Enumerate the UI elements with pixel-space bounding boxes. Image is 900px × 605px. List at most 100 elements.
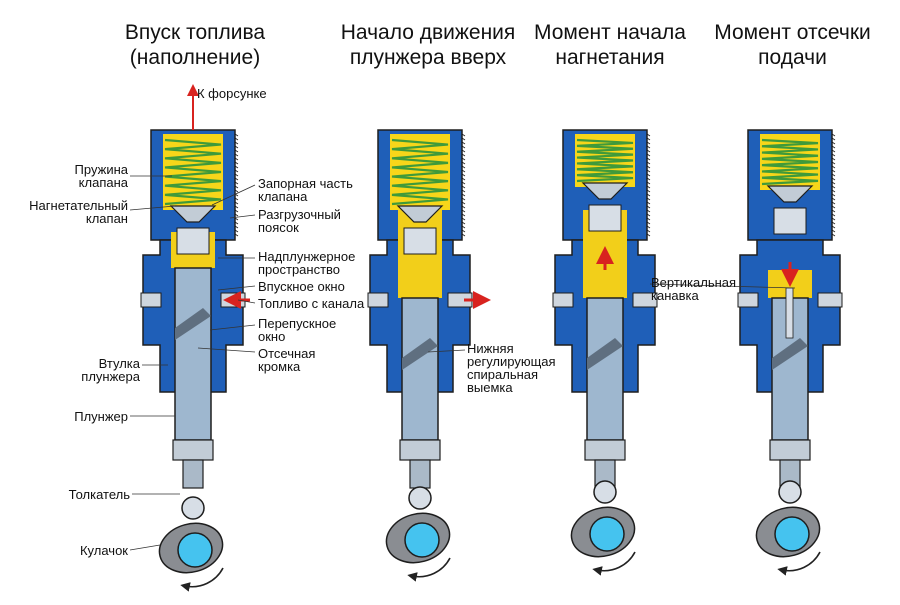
thread-mark: [461, 141, 466, 145]
rotation-arrow: [407, 557, 451, 582]
thread-mark: [234, 213, 239, 217]
tappet-roller: [778, 480, 802, 504]
thread-mark: [234, 233, 239, 237]
thread-mark: [831, 233, 836, 237]
thread-mark: [646, 177, 651, 181]
cam-bearing: [589, 516, 625, 552]
thread-mark: [461, 173, 466, 177]
delivery-valve-cone: [766, 185, 814, 203]
thread-mark: [646, 197, 651, 201]
pump-stage-1: [140, 129, 246, 592]
inlet-channel: [817, 292, 843, 308]
valve-spring-coil: [761, 138, 819, 186]
thread-mark: [461, 197, 466, 201]
label-plunger-sleeve: Втулка плунжера: [81, 356, 140, 384]
thread-mark: [646, 141, 651, 145]
label-lower-helix: Нижняя регулирующая спиральная выемка: [467, 341, 556, 395]
thread-mark: [831, 173, 836, 177]
cam-bearing: [774, 516, 810, 552]
leader-line: [427, 349, 466, 353]
thread-mark: [234, 149, 239, 153]
valve-spring-coil: [576, 138, 634, 183]
leader-line: [237, 299, 256, 304]
thread-mark: [234, 209, 239, 213]
thread-mark: [831, 213, 836, 217]
plunger-rod: [174, 267, 212, 441]
thread-mark: [831, 177, 836, 181]
plunger-collar: [172, 439, 214, 461]
thread-mark: [234, 189, 239, 193]
thread-mark: [831, 205, 836, 209]
plunger-stem: [182, 459, 204, 489]
label-valve-spring: Пружина клапана: [74, 162, 128, 190]
label-bypass-port: Перепускное окно: [258, 316, 337, 344]
thread-mark: [831, 161, 836, 165]
delivery-valve-cone: [581, 182, 629, 200]
thread-mark: [461, 133, 466, 137]
vertical-groove: [785, 287, 794, 339]
valve-spring-coil: [164, 138, 222, 206]
thread-mark: [234, 217, 239, 221]
stage-title-delivery-start: Момент начала нагнетания: [534, 21, 686, 69]
rotation-arrow: [180, 567, 224, 592]
thread-mark: [646, 189, 651, 193]
plunger-rod: [586, 297, 624, 441]
tappet-roller: [181, 496, 205, 520]
leader-line: [649, 283, 796, 289]
label-to-injector: К форсунке: [197, 86, 267, 101]
thread-mark: [646, 161, 651, 165]
leader-line: [197, 347, 256, 353]
label-above-plunger-space: Надплунжерное пространство: [258, 249, 356, 277]
stage-title-cutoff: Момент отсечки подачи: [714, 21, 871, 69]
delivery-valve-cone: [396, 205, 444, 223]
thread-mark: [461, 161, 466, 165]
thread-mark: [831, 185, 836, 189]
thread-mark: [646, 157, 651, 161]
thread-mark: [831, 169, 836, 173]
label-cam: Кулачок: [79, 543, 128, 558]
label-tappet: Толкатель: [68, 487, 130, 502]
thread-mark: [646, 145, 651, 149]
plunger-collar: [399, 439, 441, 461]
bypass-channel: [140, 292, 162, 308]
thread-mark: [234, 137, 239, 141]
thread-mark: [831, 141, 836, 145]
thread-mark: [831, 137, 836, 141]
plunger-helix-groove: [587, 338, 623, 370]
thread-mark: [234, 221, 239, 225]
thread-mark: [646, 153, 651, 157]
thread-mark: [234, 229, 239, 233]
leader-line: [217, 285, 256, 291]
thread-mark: [831, 189, 836, 193]
thread-mark: [234, 157, 239, 161]
delivery-valve-body: [176, 227, 210, 255]
pump-stage-4: [737, 129, 843, 576]
label-vertical-groove: Вертикальная канавка: [651, 275, 737, 303]
rotation-arrow: [777, 551, 821, 576]
thread-mark: [461, 201, 466, 205]
leader-line: [129, 205, 176, 211]
thread-mark: [646, 185, 651, 189]
delivery-valve-body: [773, 207, 807, 235]
thread-mark: [831, 149, 836, 153]
thread-mark: [234, 153, 239, 157]
delivery-valve-cone: [169, 205, 217, 223]
label-inlet-port: Впускное окно: [258, 279, 345, 294]
thread-mark: [461, 157, 466, 161]
bypass-channel: [367, 292, 389, 308]
delivery-valve-body: [403, 227, 437, 255]
tappet-roller: [408, 486, 432, 510]
delivery-valve-body: [588, 204, 622, 232]
thread-mark: [646, 193, 651, 197]
thread-mark: [461, 149, 466, 153]
label-cutoff-edge: Отсечная кромка: [258, 346, 316, 374]
thread-mark: [646, 221, 651, 225]
thread-mark: [646, 229, 651, 233]
thread-mark: [831, 229, 836, 233]
thread-mark: [831, 221, 836, 225]
bypass-channel: [737, 292, 759, 308]
thread-mark: [234, 161, 239, 165]
plunger-stem: [409, 459, 431, 489]
bypass-channel: [552, 292, 574, 308]
